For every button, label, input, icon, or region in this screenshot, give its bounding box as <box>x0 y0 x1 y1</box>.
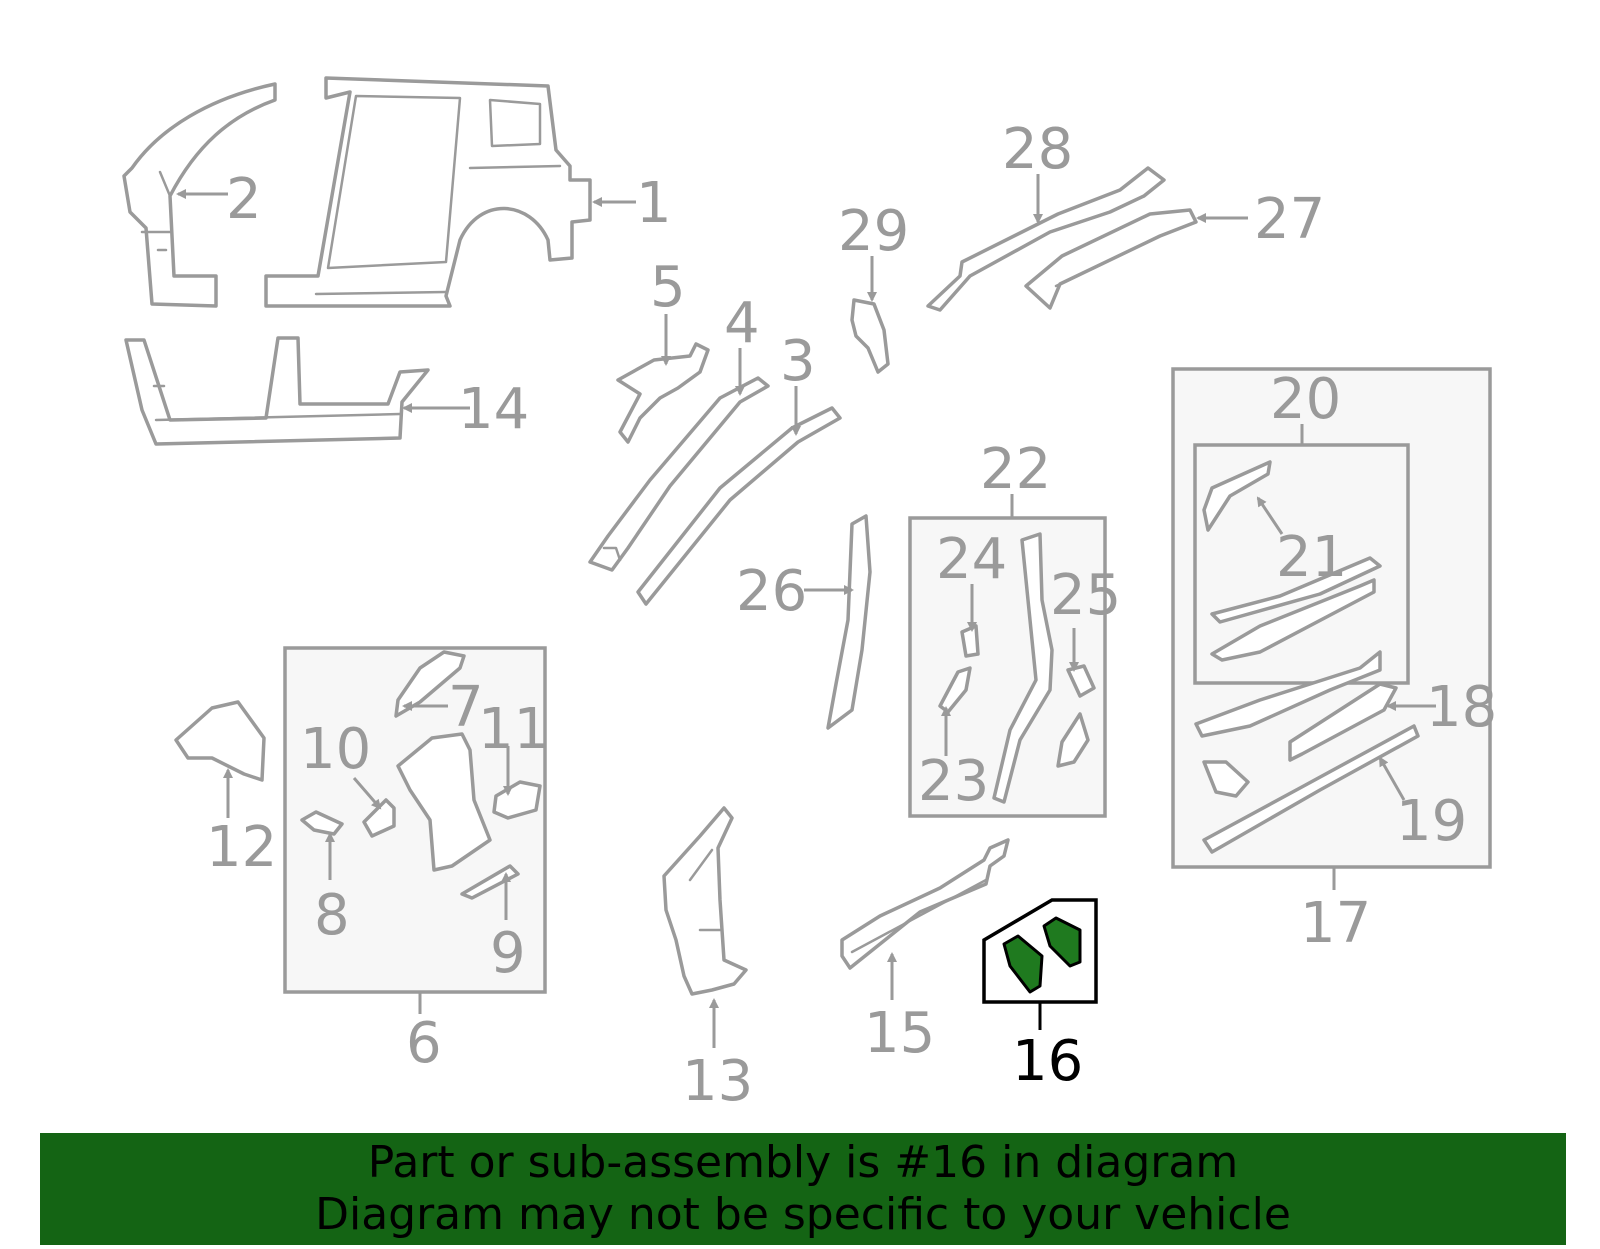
banner-line-2: Diagram may not be specific to your vehi… <box>315 1189 1291 1240</box>
callout-20: 20 <box>1270 367 1341 432</box>
callout-26: 26 <box>736 559 807 624</box>
part-5-bracket <box>616 342 710 444</box>
callout-5: 5 <box>650 255 686 320</box>
part-4-rail <box>588 376 770 572</box>
part-20-rail-group <box>1202 460 1382 662</box>
part-16-highlight-group <box>982 898 1098 1030</box>
part-1-body-side <box>264 76 592 308</box>
callout-18: 18 <box>1426 675 1497 740</box>
callout-10: 10 <box>300 717 371 782</box>
callout-15: 15 <box>864 1001 935 1066</box>
callout-24: 24 <box>936 527 1007 592</box>
callout-14: 14 <box>458 377 529 442</box>
part-26-pillar <box>826 514 872 730</box>
callout-29: 29 <box>838 199 909 264</box>
leader-lines <box>176 174 1436 1048</box>
part-3-roof-rail <box>636 406 842 606</box>
callout-22: 22 <box>980 437 1051 502</box>
callout-25: 25 <box>1050 563 1121 628</box>
callout-16: 16 <box>1012 1029 1083 1094</box>
callout-28: 28 <box>1002 117 1073 182</box>
part-22-pillar <box>938 532 1096 804</box>
callout-7: 7 <box>448 675 484 740</box>
callout-17: 17 <box>1300 891 1371 956</box>
part-13-pillar <box>662 806 748 996</box>
callout-1: 1 <box>636 171 672 236</box>
part-14-rocker <box>124 336 430 446</box>
callout-13: 13 <box>682 1049 753 1114</box>
part-29-bracket <box>850 298 890 374</box>
callout-12: 12 <box>206 815 277 880</box>
part-6-pillar-group <box>300 650 542 900</box>
part-16-bracket-left <box>1002 934 1044 994</box>
part-2-aperture-front <box>122 82 277 308</box>
callout-23: 23 <box>918 749 989 814</box>
banner-line-1: Part or sub-assembly is #16 in diagram <box>367 1137 1239 1188</box>
callout-21: 21 <box>1276 525 1347 590</box>
callout-3: 3 <box>780 329 816 394</box>
callout-6: 6 <box>406 1011 442 1076</box>
part-16-bracket-right <box>1042 916 1082 968</box>
part-12-bracket <box>174 700 266 782</box>
callout-4: 4 <box>724 291 760 356</box>
part-15-sill <box>840 838 1010 970</box>
part-19-sill <box>1202 724 1420 854</box>
part-18-rail <box>1194 650 1398 762</box>
callout-2: 2 <box>226 167 262 232</box>
callout-8: 8 <box>314 883 350 948</box>
callout-9: 9 <box>490 921 526 986</box>
callout-19: 19 <box>1396 789 1467 854</box>
part-28-rail <box>926 166 1166 312</box>
callout-numbers: 1 2 3 4 5 6 7 8 9 10 11 12 13 14 15 16 1… <box>206 117 1497 1114</box>
info-banner: Part or sub-assembly is #16 in diagram D… <box>40 1133 1566 1245</box>
callout-11: 11 <box>478 697 549 762</box>
callout-27: 27 <box>1254 187 1325 252</box>
